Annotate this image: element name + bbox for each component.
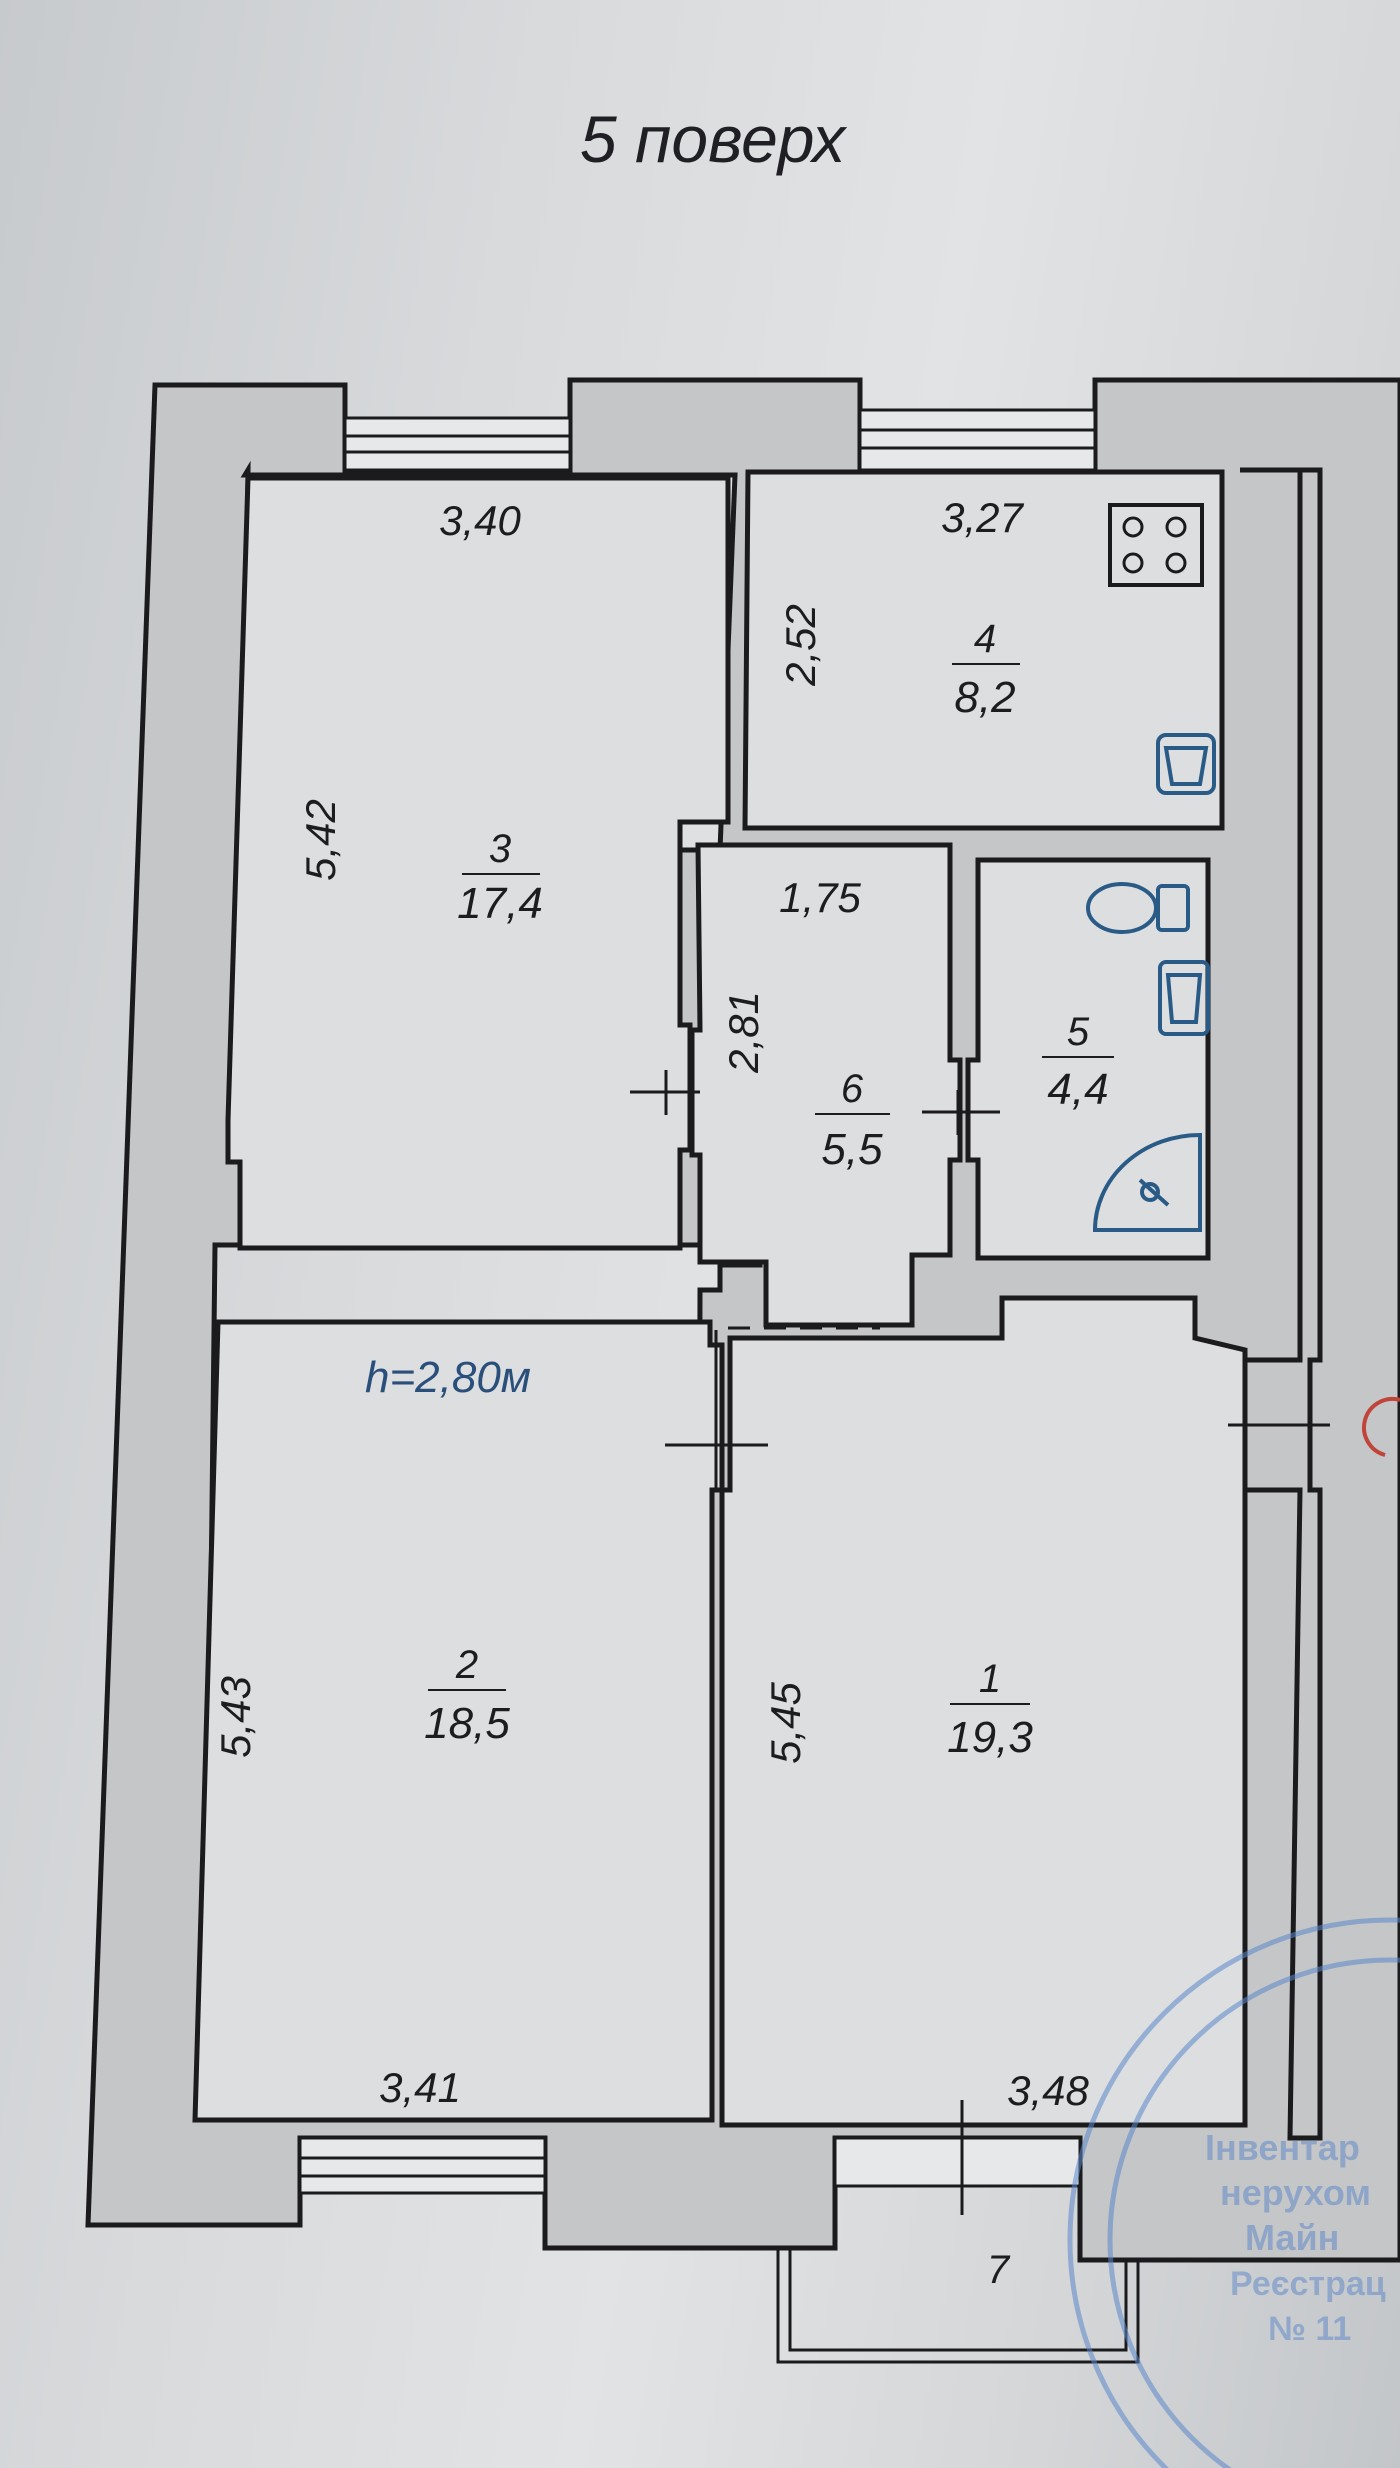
- room-3-label: 3 17,4: [457, 827, 543, 928]
- room-4-number: 4: [974, 617, 996, 661]
- dim-room3-top: 3,40: [439, 497, 521, 544]
- window-room3: [343, 416, 572, 472]
- window-kitchen: [858, 408, 1097, 472]
- room-5: [965, 857, 1211, 1261]
- dim-room4-left: 2,52: [777, 604, 824, 687]
- room-3: [225, 475, 731, 1251]
- room-6-area: 5,5: [821, 1125, 883, 1174]
- shower-icon: [1092, 1132, 1202, 1232]
- balcony-door: [833, 2100, 1082, 2215]
- red-mark: [1362, 1397, 1400, 1457]
- room-2-number: 2: [455, 1643, 478, 1687]
- door-room2: [665, 1330, 768, 1490]
- room-6-number: 6: [841, 1067, 864, 1111]
- room-1-label: 1 19,3: [947, 1657, 1033, 1762]
- stamp-line-2: нерухом: [1220, 2172, 1371, 2213]
- room-6: [689, 842, 963, 1328]
- dim-room2-left: 5,43: [212, 1676, 259, 1758]
- room-1: [719, 1295, 1248, 2128]
- room-3-number: 3: [489, 827, 511, 871]
- stamp-line-1: Інвентар: [1205, 2127, 1360, 2168]
- dim-room3-left: 5,42: [297, 799, 344, 881]
- door-bathroom: [922, 1090, 1000, 1135]
- dim-room1-left: 5,45: [762, 1681, 809, 1763]
- room-5-number: 5: [1067, 1010, 1090, 1054]
- floor-title: 5 поверх: [580, 102, 847, 176]
- balcony-7: [776, 2248, 1140, 2364]
- ceiling-height: h=2,80м: [365, 1353, 531, 1402]
- dim-room2-bottom: 3,41: [379, 2064, 461, 2111]
- stamp-line-3: Майн: [1245, 2217, 1339, 2258]
- room-3-area: 17,4: [457, 879, 543, 928]
- stamp-line-4: Реєстрац: [1230, 2265, 1386, 2303]
- right-wall: [1240, 467, 1323, 2141]
- window-room2: [298, 2136, 547, 2195]
- room-5-area: 4,4: [1047, 1065, 1108, 1114]
- room-4-area: 8,2: [954, 673, 1015, 722]
- room-7-number: 7: [987, 2248, 1011, 2292]
- dim-room6-left: 2,81: [720, 991, 767, 1074]
- room-4-label: 4 8,2: [952, 617, 1020, 722]
- dim-room6-top: 1,75: [779, 874, 861, 921]
- room-1-area: 19,3: [947, 1713, 1033, 1762]
- kitchen-sink-icon: [1156, 733, 1216, 795]
- room-6-label: 6 5,5: [815, 1067, 890, 1174]
- door-room3: [630, 1070, 700, 1115]
- room-4: [742, 469, 1225, 831]
- room-1-number: 1: [979, 1657, 1001, 1701]
- room-2-area: 18,5: [424, 1699, 510, 1748]
- dim-room1-bottom: 3,48: [1007, 2067, 1089, 2114]
- washbasin-icon: [1158, 960, 1210, 1036]
- stove-icon: [1108, 503, 1204, 587]
- stamp-line-5: № 11: [1268, 2310, 1351, 2348]
- room-5-label: 5 4,4: [1042, 1010, 1114, 1114]
- stamp: Інвентар нерухом Майн Реєстрац № 11: [1067, 1917, 1400, 2468]
- toilet-icon: [1086, 882, 1190, 934]
- dim-room4-top: 3,27: [941, 494, 1024, 541]
- room-2-label: 2 18,5: [424, 1643, 510, 1748]
